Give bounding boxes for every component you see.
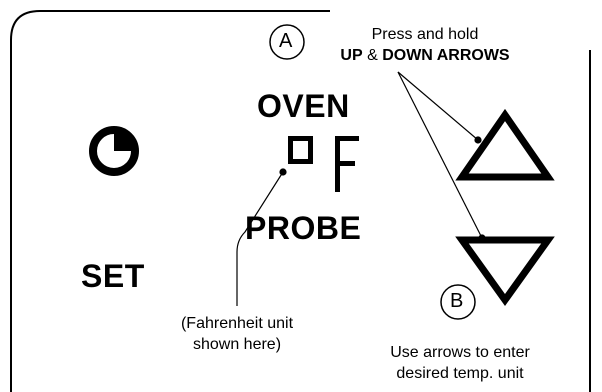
segment-readout-fahrenheit xyxy=(288,136,359,192)
callout-a-circle xyxy=(269,24,305,60)
callout-a-down: DOWN ARROWS xyxy=(382,47,510,64)
callout-a-line1: Press and hold xyxy=(371,26,479,43)
callout-b-circle xyxy=(440,284,476,320)
callout-a-up: UP xyxy=(340,47,363,64)
pie-timer-icon xyxy=(89,126,139,176)
set-label: SET xyxy=(81,258,145,294)
leader-line-note xyxy=(236,168,287,306)
callout-b-line1: Use arrows to enter xyxy=(390,344,530,361)
callout-b-marker: B xyxy=(450,290,464,312)
oven-label: OVEN xyxy=(257,88,350,124)
panel-outline xyxy=(10,10,591,392)
up-arrow-icon[interactable] xyxy=(455,108,555,181)
probe-label: PROBE xyxy=(245,210,362,246)
callout-a-amp: & xyxy=(362,47,383,64)
down-arrow-icon[interactable] xyxy=(455,236,555,307)
callout-a-marker: A xyxy=(279,30,293,52)
note-line2: shown here) xyxy=(192,336,282,353)
note-line1: (Fahrenheit unit xyxy=(180,315,294,332)
leader-lines-a xyxy=(397,71,486,242)
callout-a-line2: UP & DOWN ARROWS xyxy=(340,45,509,66)
callout-b-line2: desired temp. unit xyxy=(396,365,524,382)
